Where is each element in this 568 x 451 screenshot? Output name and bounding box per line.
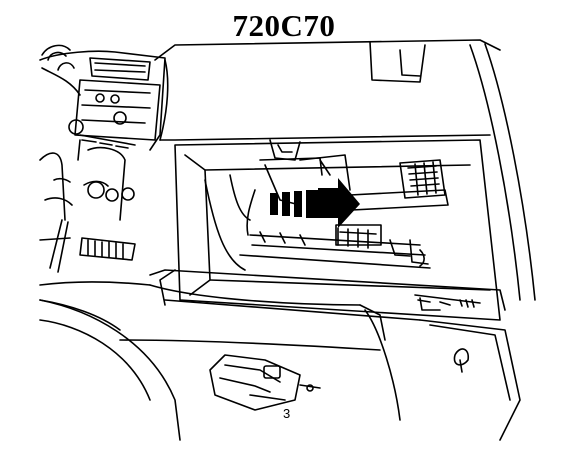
glove-box-door [119,269,521,441]
glove-box-opening [174,139,501,321]
internal-bracket [239,139,431,269]
direction-arrow [270,178,360,228]
instrument-panel [39,44,166,161]
lower-connector-bracket [209,354,321,411]
center-console [39,146,151,331]
figure-title: 720C70 [232,8,336,43]
dashboard-top [154,39,536,301]
foreground-trim [39,269,181,441]
callout-3: 3 [283,406,290,421]
